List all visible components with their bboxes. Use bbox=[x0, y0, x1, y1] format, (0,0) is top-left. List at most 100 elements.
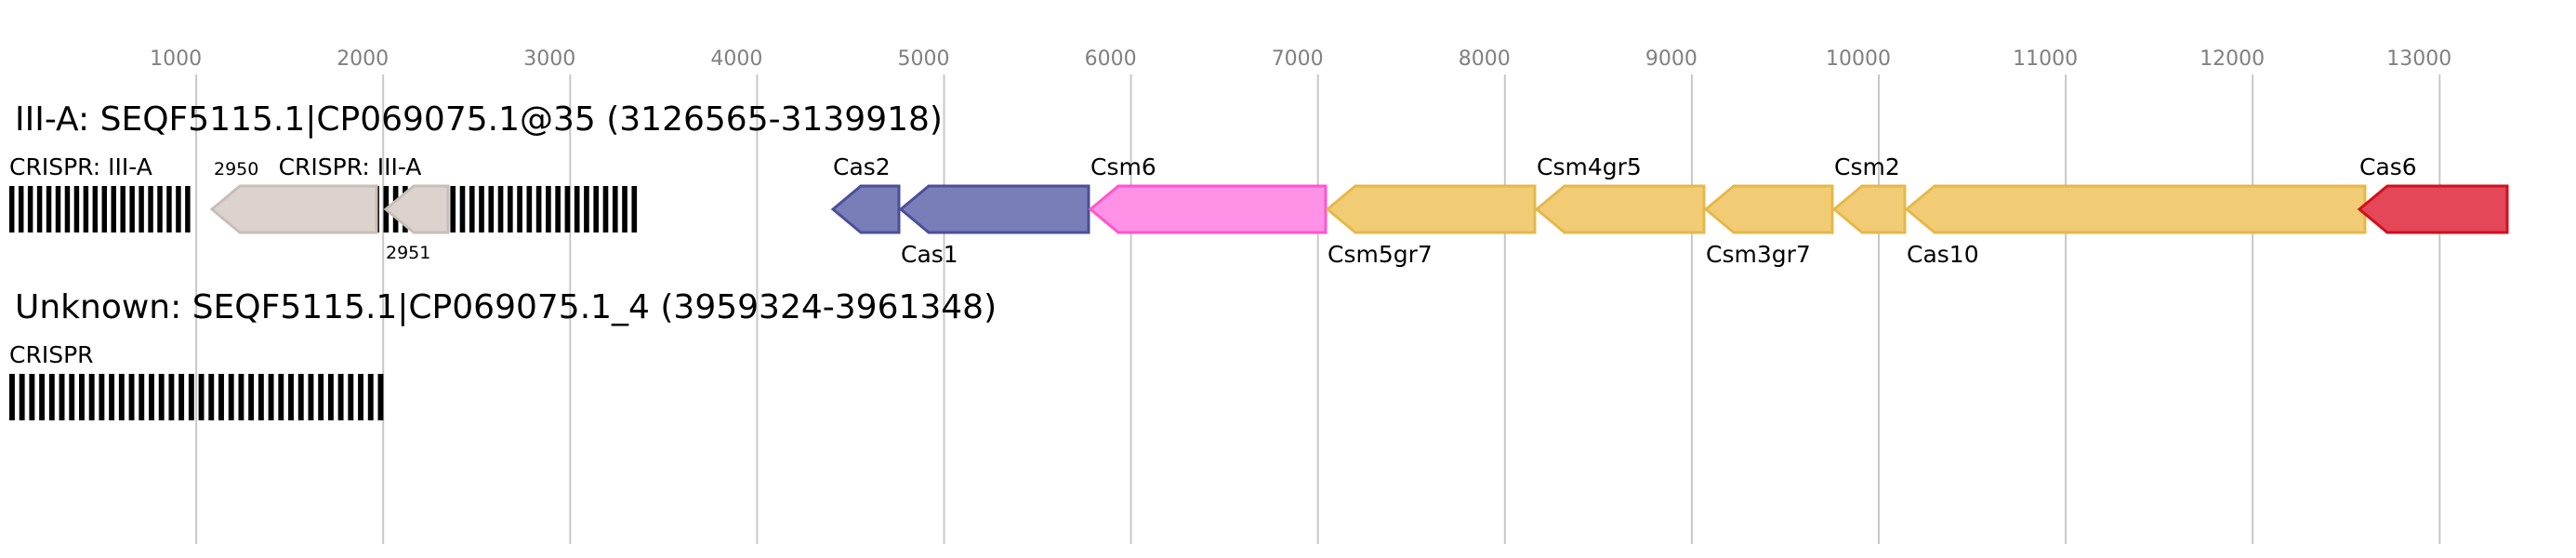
crispr-repeat bbox=[129, 186, 135, 232]
crispr-repeat bbox=[622, 186, 627, 232]
crispr-repeat bbox=[188, 374, 194, 420]
gene-label: 2951 bbox=[386, 243, 430, 263]
gene-arrow bbox=[1703, 184, 1834, 234]
crispr-repeat bbox=[198, 374, 205, 420]
gene-label: 2950 bbox=[214, 159, 258, 179]
crispr-repeat bbox=[602, 186, 609, 232]
crispr-repeat bbox=[450, 186, 456, 232]
crispr-repeat bbox=[120, 186, 125, 232]
tick-label: 8000 bbox=[1459, 47, 1511, 71]
gene-label: Csm2 bbox=[1834, 153, 1900, 180]
crispr-repeat bbox=[228, 374, 234, 420]
crispr-repeat bbox=[118, 374, 125, 420]
crispr-repeat bbox=[73, 186, 80, 232]
crispr-repeat bbox=[128, 374, 135, 420]
crispr-repeat bbox=[149, 374, 154, 420]
tick-label: 6000 bbox=[1085, 47, 1137, 71]
crispr-repeat bbox=[459, 186, 466, 232]
crispr-repeat bbox=[185, 186, 191, 232]
gene-label: Csm4gr5 bbox=[1537, 153, 1642, 180]
crispr-repeat bbox=[258, 374, 264, 420]
crispr-repeat bbox=[318, 374, 324, 420]
gene-arrow bbox=[898, 184, 1090, 234]
gene-csm3gr7: Csm3gr7 bbox=[1703, 184, 1834, 268]
crispr-repeat bbox=[593, 186, 600, 232]
tick-label: 4000 bbox=[710, 47, 762, 71]
gene-arrow bbox=[1325, 184, 1537, 234]
gene-csm4gr5: Csm4gr5 bbox=[1534, 153, 1706, 234]
crispr-repeat bbox=[337, 374, 344, 420]
crispr-repeat bbox=[139, 186, 144, 232]
gene-label: Cas10 bbox=[1907, 241, 1979, 268]
crispr-repeat bbox=[111, 186, 116, 232]
tick-label: 2000 bbox=[337, 47, 389, 71]
crispr-array-label: CRISPR: III-A bbox=[9, 153, 152, 180]
crispr-repeat bbox=[27, 186, 33, 232]
gene-2951: 2951 bbox=[383, 184, 450, 263]
crispr-repeat bbox=[99, 374, 105, 420]
crispr-repeat bbox=[218, 374, 224, 420]
crispr-repeat bbox=[248, 374, 255, 420]
crispr-repeat bbox=[9, 374, 15, 420]
gene-arrow bbox=[1831, 184, 1907, 234]
crispr-repeat bbox=[176, 186, 181, 232]
crispr-repeat bbox=[574, 186, 580, 232]
crispr-repeat bbox=[101, 186, 108, 232]
crispr-repeat bbox=[79, 374, 85, 420]
crispr-repeat bbox=[584, 186, 589, 232]
crispr-repeat bbox=[238, 374, 244, 420]
crispr-repeat bbox=[526, 186, 533, 232]
crispr-repeat bbox=[168, 374, 175, 420]
gene-csm6: Csm6 bbox=[1088, 153, 1328, 234]
crispr-repeat bbox=[166, 186, 172, 232]
crispr-array-label: CRISPR: III-A bbox=[279, 153, 422, 180]
gene-arrow bbox=[1534, 184, 1706, 234]
gene-arrow bbox=[1088, 184, 1328, 234]
crispr-array-label: CRISPR bbox=[9, 341, 94, 368]
crispr-repeat bbox=[157, 186, 163, 232]
crispr-repeat bbox=[48, 374, 55, 420]
crispr-repeat bbox=[288, 374, 294, 420]
crispr-repeat bbox=[29, 374, 35, 420]
crispr-repeat bbox=[631, 186, 638, 232]
gene-arrow bbox=[830, 184, 901, 234]
gene-label: Csm3gr7 bbox=[1706, 241, 1811, 268]
crispr-repeat bbox=[517, 186, 522, 232]
crispr-repeat bbox=[178, 374, 185, 420]
crispr-repeat bbox=[39, 374, 46, 420]
crispr-repeat bbox=[69, 374, 75, 420]
crispr-repeat bbox=[479, 186, 484, 232]
crispr-repeat bbox=[327, 374, 334, 420]
crispr-repeat bbox=[59, 374, 65, 420]
gene-label: Csm5gr7 bbox=[1328, 241, 1433, 268]
crispr-repeat bbox=[18, 186, 24, 232]
crispr-repeat bbox=[88, 374, 95, 420]
tick-label: 9000 bbox=[1645, 47, 1698, 71]
gene-cas6: Cas6 bbox=[2357, 153, 2509, 234]
crispr-repeat bbox=[109, 374, 115, 420]
track-title: Unknown: SEQF5115.1|CP069075.1_4 (395932… bbox=[15, 288, 997, 326]
crispr-repeat bbox=[377, 374, 384, 420]
tick-label: 10000 bbox=[1826, 47, 1891, 71]
crispr-repeat bbox=[488, 186, 495, 232]
gene-cas1: Cas1 bbox=[898, 184, 1090, 268]
crispr-repeat bbox=[507, 186, 513, 232]
gene-cas2: Cas2 bbox=[830, 153, 901, 234]
crispr-repeat bbox=[64, 186, 71, 232]
gene-2950: 2950 bbox=[209, 159, 378, 234]
gene-arrow bbox=[1904, 184, 2367, 234]
gene-arrow bbox=[209, 184, 378, 234]
tick-label: 13000 bbox=[2386, 47, 2451, 71]
crispr-repeat bbox=[612, 186, 618, 232]
tick-label: 5000 bbox=[898, 47, 950, 71]
gene-arrow bbox=[2357, 184, 2509, 234]
crispr-repeat bbox=[564, 186, 571, 232]
crispr-repeat bbox=[55, 186, 61, 232]
crispr-repeat bbox=[348, 374, 354, 420]
gene-label: Cas1 bbox=[901, 241, 958, 268]
gene-label: Cas2 bbox=[833, 153, 891, 180]
crispr-array: CRISPR: III-A bbox=[9, 153, 191, 232]
gene-csm2: Csm2 bbox=[1831, 153, 1907, 234]
crispr-repeat bbox=[36, 186, 43, 232]
